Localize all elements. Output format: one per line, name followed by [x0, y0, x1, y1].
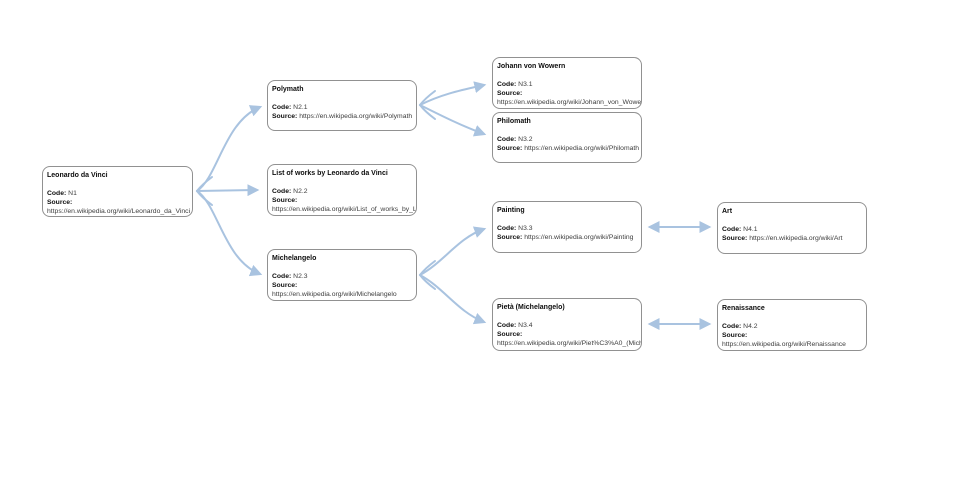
node-pieta-michelangelo[interactable]: Pietà (Michelangelo) Code: N3.4 Source: …: [492, 298, 642, 351]
code-label: Code:: [497, 225, 517, 232]
node-title: Art: [722, 208, 733, 215]
node-title: Renaissance: [722, 305, 765, 312]
node-title: List of works by Leonardo da Vinci: [272, 170, 388, 177]
node-list-of-works[interactable]: List of works by Leonardo da Vinci Code:…: [267, 164, 417, 216]
code-value: N4.2: [743, 323, 758, 330]
node-title: Philomath: [497, 118, 531, 125]
edge-n2.1-n3.2: [419, 104, 487, 137]
node-johann-von-wowern[interactable]: Johann von Wowern Code: N3.1 Source: htt…: [492, 57, 642, 109]
edge-n2.1-back-arrowhead: [418, 90, 436, 120]
edge-n2.3-n3.4: [419, 274, 487, 325]
source-label: Source:: [722, 235, 748, 242]
edge-n1-n2.3: [196, 190, 263, 277]
source-url: https://en.wikipedia.org/wiki/Renaissanc…: [722, 341, 846, 348]
source-label: Source:: [722, 332, 748, 339]
node-michelangelo[interactable]: Michelangelo Code: N2.3 Source: https://…: [267, 249, 417, 301]
code-label: Code:: [722, 226, 742, 233]
source-url: https://en.wikipedia.org/wiki/List_of_wo…: [272, 206, 417, 213]
node-art[interactable]: Art Code: N4.1 Source: https://en.wikipe…: [717, 202, 867, 254]
node-polymath[interactable]: Polymath Code: N2.1 Source: https://en.w…: [267, 80, 417, 131]
source-label: Source:: [497, 234, 523, 241]
code-label: Code:: [497, 81, 517, 88]
code-value: N3.4: [518, 322, 533, 329]
source-label: Source:: [497, 331, 523, 338]
source-label: Source:: [47, 199, 73, 206]
code-label: Code:: [272, 273, 292, 280]
node-painting[interactable]: Painting Code: N3.3 Source: https://en.w…: [492, 201, 642, 253]
source-label: Source:: [497, 145, 523, 152]
code-label: Code:: [497, 322, 517, 329]
source-url: https://en.wikipedia.org/wiki/Michelange…: [272, 291, 397, 298]
source-url: https://en.wikipedia.org/wiki/Polymath: [299, 113, 413, 120]
node-philomath[interactable]: Philomath Code: N3.2 Source: https://en.…: [492, 112, 642, 163]
code-label: Code:: [272, 188, 292, 195]
code-value: N3.1: [518, 81, 533, 88]
code-label: Code:: [497, 136, 517, 143]
source-label: Source:: [272, 197, 298, 204]
code-value: N4.1: [743, 226, 758, 233]
source-url: https://en.wikipedia.org/wiki/Art: [749, 235, 843, 242]
node-renaissance[interactable]: Renaissance Code: N4.2 Source: https://e…: [717, 299, 867, 351]
edge-n1-back-arrowhead: [195, 176, 213, 206]
code-label: Code:: [272, 104, 292, 111]
code-label: Code:: [722, 323, 742, 330]
source-url: https://en.wikipedia.org/wiki/Piet%C3%A0…: [497, 340, 642, 347]
code-value: N2.3: [293, 273, 308, 280]
edge-n2.3-n3.3: [419, 226, 487, 276]
node-leonardo-da-vinci[interactable]: Leonardo da Vinci Code: N1 Source: https…: [42, 166, 193, 217]
source-url: https://en.wikipedia.org/wiki/Johann_von…: [497, 99, 642, 106]
edge-n2.1-n3.1: [419, 81, 487, 106]
source-url: https://en.wikipedia.org/wiki/Painting: [524, 234, 634, 241]
node-title: Pietà (Michelangelo): [497, 304, 565, 311]
node-title: Michelangelo: [272, 255, 317, 262]
source-url: https://en.wikipedia.org/wiki/Philomath: [524, 145, 640, 152]
edge-n1-n2.1: [196, 105, 263, 192]
edge-n1-n2.2: [196, 184, 260, 197]
source-url: https://en.wikipedia.org/wiki/Leonardo_d…: [47, 208, 191, 215]
code-value: N3.2: [518, 136, 533, 143]
code-value: N3.3: [518, 225, 533, 232]
code-value: N2.1: [293, 104, 308, 111]
source-label: Source:: [272, 113, 298, 120]
source-label: Source:: [497, 90, 523, 97]
node-title: Leonardo da Vinci: [47, 172, 108, 179]
code-label: Code:: [47, 190, 67, 197]
code-value: N2.2: [293, 188, 308, 195]
code-value: N1: [68, 190, 77, 197]
edge-n2.3-back-arrowhead: [418, 260, 436, 290]
node-title: Johann von Wowern: [497, 63, 566, 70]
node-title: Polymath: [272, 86, 304, 93]
node-title: Painting: [497, 207, 525, 214]
source-label: Source:: [272, 282, 298, 289]
